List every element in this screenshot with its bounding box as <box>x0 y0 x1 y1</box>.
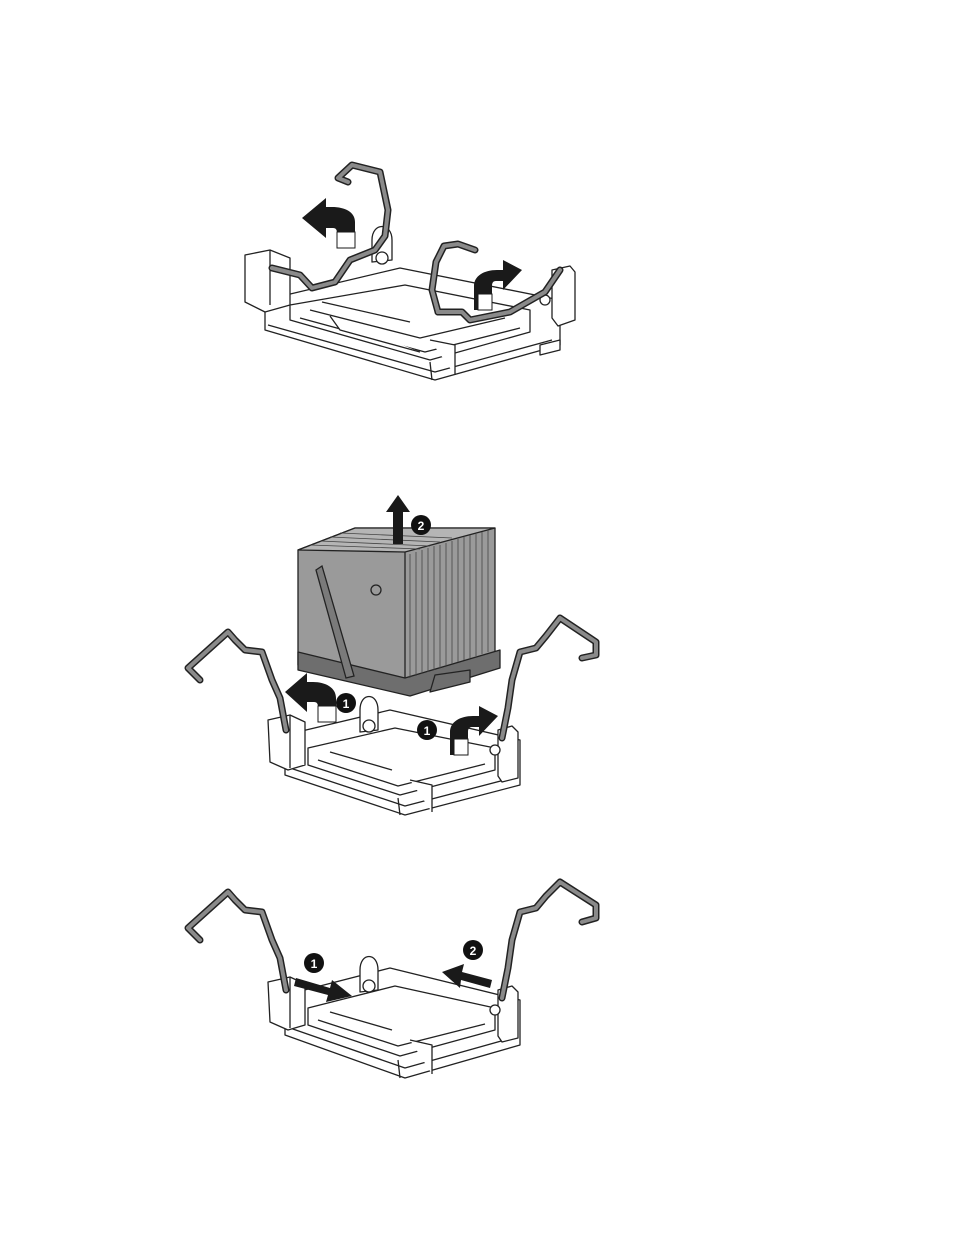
svg-text:1: 1 <box>343 697 350 711</box>
svg-text:2: 2 <box>470 944 477 958</box>
callout-2-lift: 2 <box>411 515 431 535</box>
socket-frame <box>268 957 520 1079</box>
curved-arrow-ccw-icon <box>302 198 355 248</box>
diagram-panel-lift-heatsink: 2 <box>0 430 954 850</box>
svg-text:2: 2 <box>418 519 425 533</box>
svg-text:1: 1 <box>424 724 431 738</box>
diagram-panel-open-levers <box>0 0 954 430</box>
processor-socket-illustration-3: 1 2 <box>0 850 954 1235</box>
retaining-lever-right <box>502 882 596 998</box>
callout-2-close: 2 <box>463 940 483 960</box>
curved-arrow-ccw-icon <box>285 673 336 722</box>
diagram-panel-close-levers: 1 2 <box>0 850 954 1235</box>
callout-1-left: 1 <box>336 693 356 713</box>
processor-socket-illustration-2: 2 <box>0 430 954 850</box>
processor-socket-illustration-1 <box>0 0 954 430</box>
callout-1-right: 1 <box>417 720 437 740</box>
svg-text:1: 1 <box>311 957 318 971</box>
callout-1-close: 1 <box>304 953 324 973</box>
retaining-lever-right <box>502 618 596 738</box>
